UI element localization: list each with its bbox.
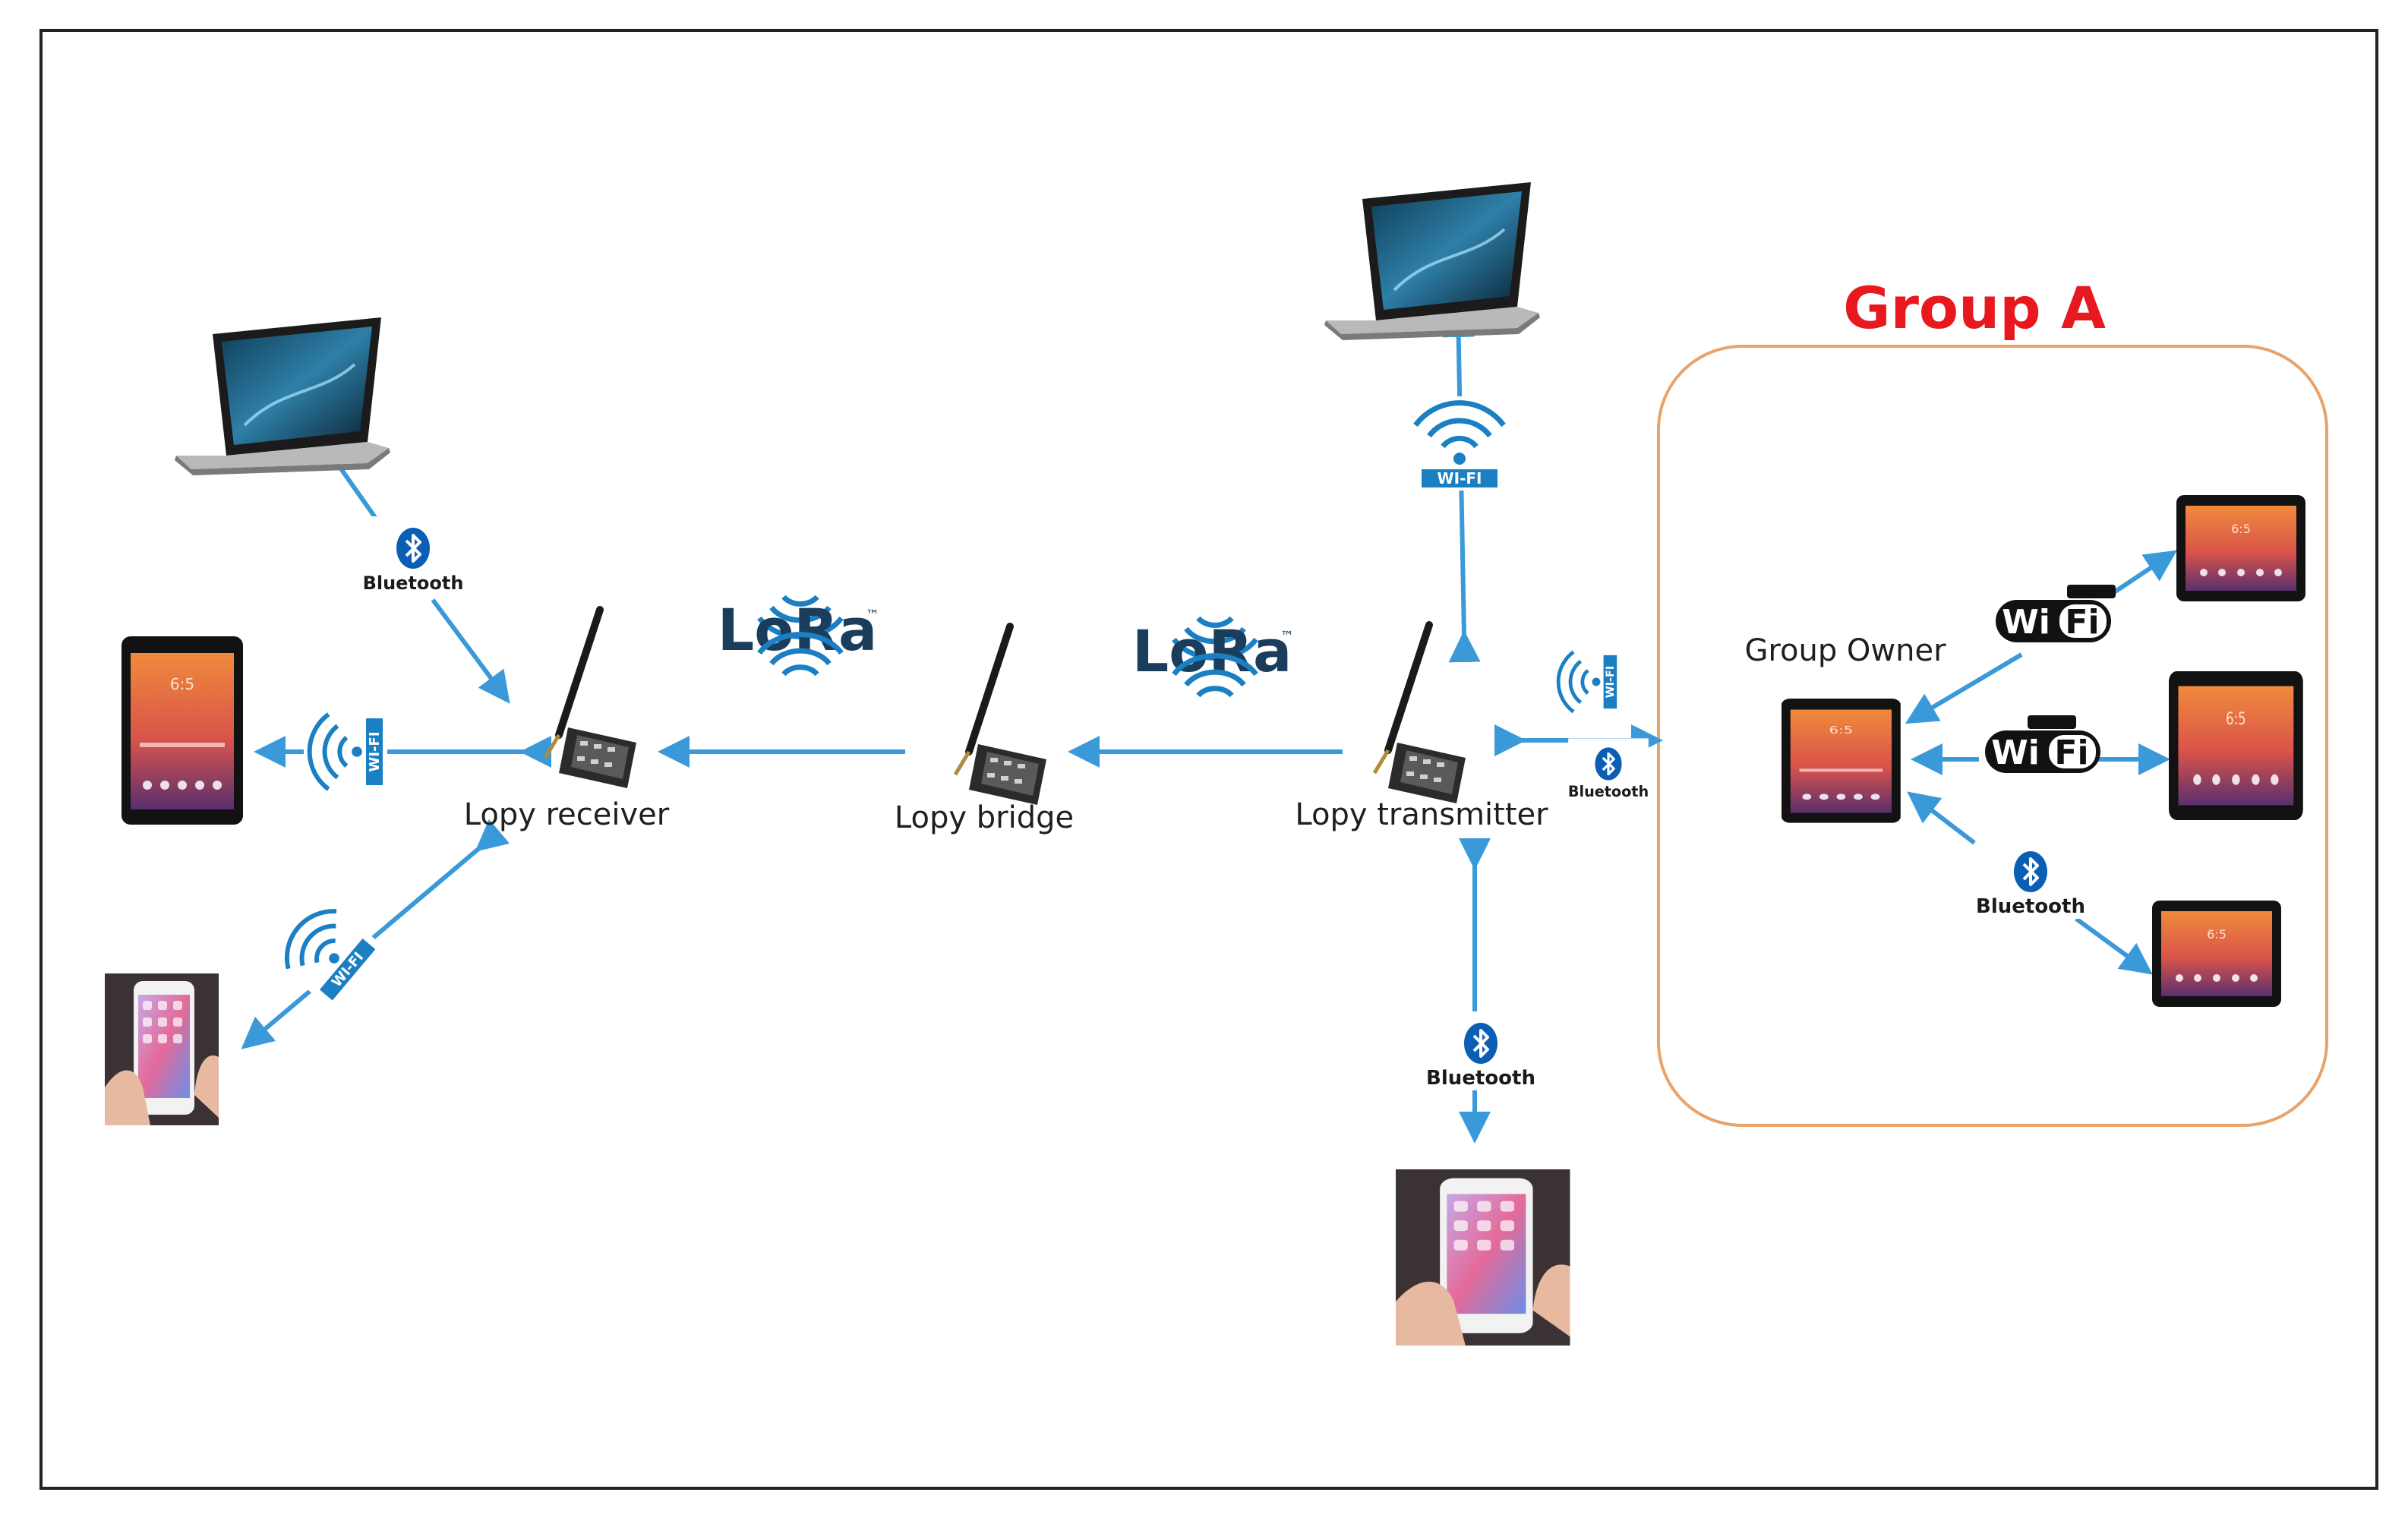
bluetooth-label: Bluetooth <box>1426 1067 1535 1090</box>
lopy-board-icon <box>1374 625 1466 803</box>
wifi-icon: WI-FI <box>304 711 387 793</box>
lora-tm: ™ <box>1280 629 1294 645</box>
wifi-direct-label-a: Wi <box>2002 603 2050 642</box>
tablet-icon <box>2169 671 2303 820</box>
laptop-icon <box>1323 181 1542 342</box>
group-owner-label: Group Owner <box>1744 633 1946 668</box>
bluetooth-icon: Bluetooth <box>1976 840 2085 919</box>
bluetooth-label: Bluetooth <box>1976 895 2085 918</box>
link-owner-top-tablet <box>1905 652 2023 724</box>
wifi-direct-label-b: Fi <box>2054 734 2088 772</box>
wifi-label: WI-FI <box>1438 469 1482 487</box>
wifi-icon: WI-FI <box>1411 396 1508 491</box>
smartphone-icon <box>105 973 219 1125</box>
lora-icon: LoRa ™ <box>1132 617 1294 696</box>
wifi-label: WI-FI <box>367 731 383 771</box>
bluetooth-icon: Bluetooth <box>1568 738 1649 802</box>
wifi-direct-label-a: Wi <box>1991 734 2040 772</box>
tablet-icon <box>2176 495 2305 601</box>
wifi-direct-label-b: Fi <box>2065 603 2099 642</box>
laptop-icon <box>173 316 392 477</box>
wifi-icon: WI-FI <box>267 892 384 1010</box>
tablet-icon <box>122 636 243 825</box>
bluetooth-icon: Bluetooth <box>363 516 464 595</box>
tablet-icon <box>1782 699 1901 823</box>
wifi-label: WI-FI <box>1605 666 1617 698</box>
lora-tm: ™ <box>866 607 879 623</box>
link-bluetooth-to-receiver <box>431 598 510 704</box>
diagram-frame <box>39 29 2378 1490</box>
smartphone-icon <box>1396 1169 1570 1346</box>
bluetooth-label: Bluetooth <box>363 573 464 594</box>
link-top-tablet-arrow <box>2113 550 2177 595</box>
group-title: Group A <box>1843 274 2106 342</box>
bluetooth-label: Bluetooth <box>1568 783 1649 800</box>
lopy-board-icon <box>545 610 636 788</box>
receiver-label: Lopy receiver <box>464 797 670 832</box>
link-bottom-tablet-arrow <box>2075 917 2153 975</box>
bridge-label: Lopy bridge <box>895 800 1074 835</box>
transmitter-label: Lopy transmitter <box>1295 797 1548 832</box>
link-owner-bottom-tablet <box>1907 791 1976 845</box>
wifi-direct-icon: Wi Fi <box>1996 585 2116 642</box>
lora-icon: LoRa ™ <box>718 596 879 674</box>
wifi-direct-icon: Wi Fi <box>1985 715 2100 773</box>
bluetooth-icon: Bluetooth <box>1426 1011 1535 1090</box>
wifi-icon: WI-FI <box>1553 648 1621 715</box>
tablet-icon <box>2152 901 2281 1007</box>
lopy-board-icon <box>955 626 1046 805</box>
